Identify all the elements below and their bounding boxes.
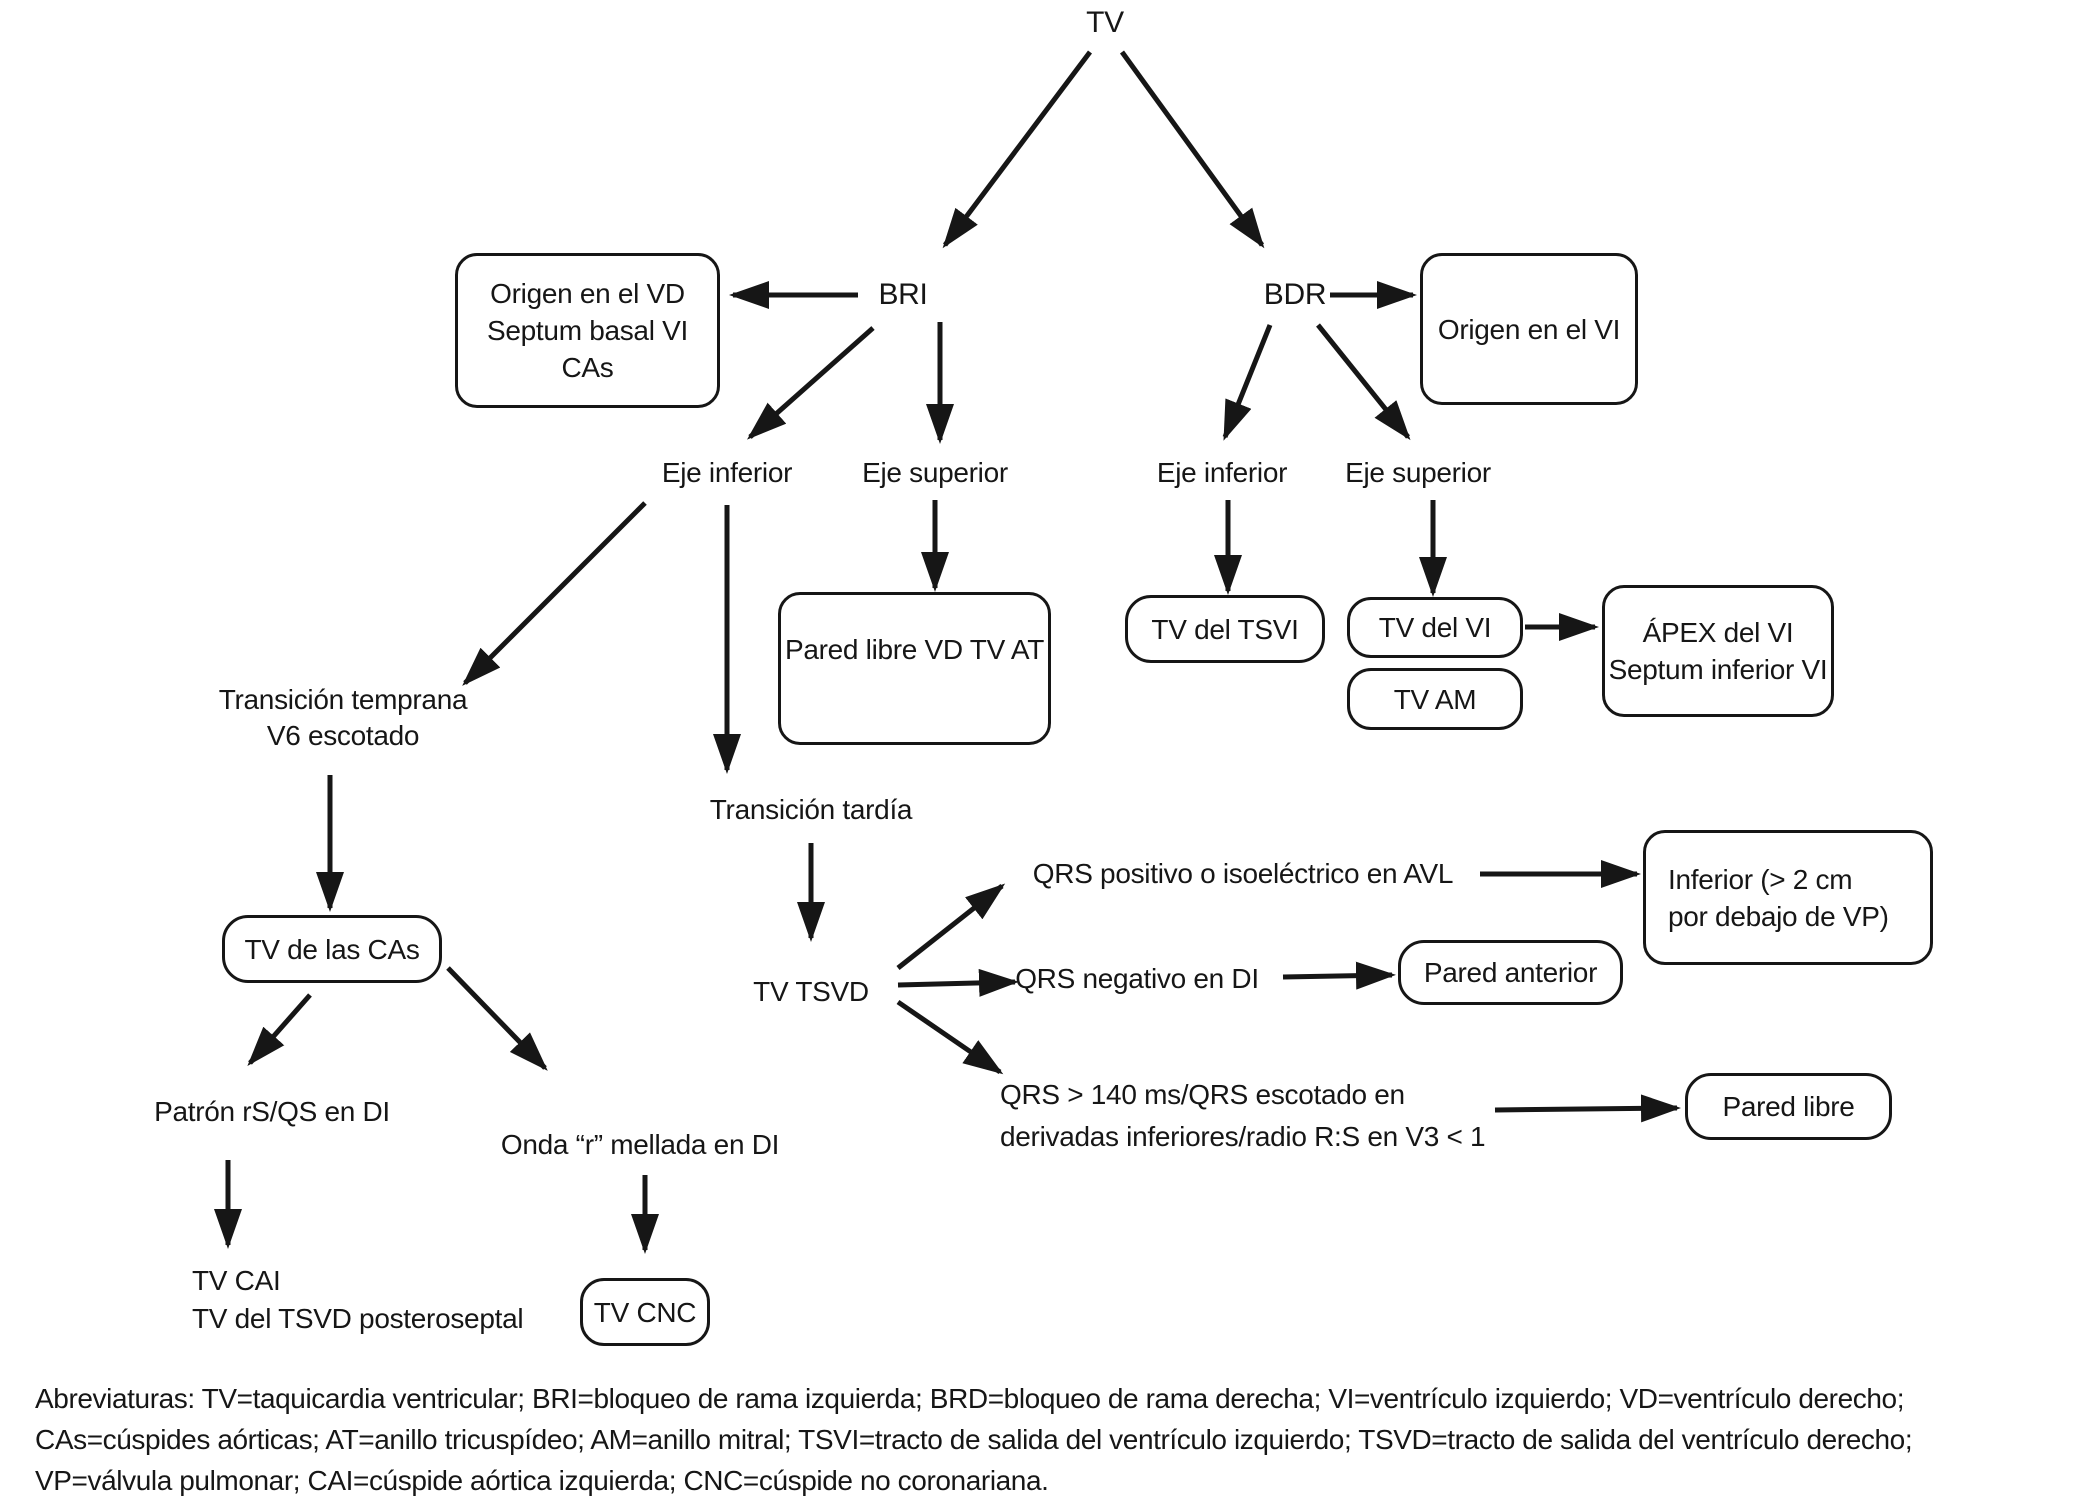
tv-am-label: TV AM — [1393, 683, 1477, 715]
tv-de-las-cas-label: TV de las CAs — [244, 933, 420, 965]
box-tv-de-las-cas: TV de las CAs — [222, 915, 442, 983]
node-eje-inferior-right: Eje inferior — [1156, 457, 1288, 488]
apex-vi-line1: ÁPEX del VI — [1642, 617, 1794, 648]
node-eje-inferior-left: Eje inferior — [661, 457, 793, 488]
node-tv-root: TV — [1086, 6, 1124, 39]
qrs-140-line1: QRS > 140 ms/QRS escotado en — [1000, 1079, 1405, 1110]
pared-libre-vd-label: Pared libre VD TV AT — [784, 634, 1045, 665]
arrow-tsvd-qrs-di — [897, 968, 1019, 997]
tv-cai-line2: TV del TSVD posteroseptal — [192, 1303, 524, 1334]
inferior-vp-line1: Inferior (> 2 cm — [1668, 863, 1853, 895]
pared-anterior-label: Pared anterior — [1423, 957, 1598, 988]
node-onda-r-mellada: Onda “r” mellada en DI — [500, 1129, 780, 1160]
box-tv-del-tsvi: TV del TSVI — [1125, 595, 1325, 663]
arrow-bri-eje-inferior — [747, 326, 875, 440]
box-origen-vi: Origen en el VI — [1420, 253, 1638, 405]
arrow-tv-bdr — [1119, 50, 1265, 249]
qrs-140-line2: derivadas inferiores/radio R:S en V3 < 1 — [1000, 1121, 1486, 1152]
node-eje-superior-left: Eje superior — [862, 457, 1008, 488]
abbreviations-line2: CAs=cúspides aórticas; AT=anillo tricusp… — [35, 1424, 1913, 1455]
origen-vd-line2: Septum basal VI — [487, 315, 688, 346]
node-bri: BRI — [878, 278, 928, 311]
arrow-tv-bri — [942, 50, 1092, 249]
origen-vd-line1: Origen en el VD — [490, 278, 685, 309]
box-pared-anterior: Pared anterior — [1398, 940, 1623, 1005]
inferior-vp-line2: por debajo de VP) — [1668, 900, 1889, 932]
node-patron-rs-qs: Patrón rS/QS en DI — [154, 1096, 390, 1127]
transicion-temprana-line1: Transición temprana — [218, 684, 468, 715]
origen-vd-line3: CAs — [561, 352, 614, 383]
arrow-bdr-eje-inferior — [1222, 324, 1273, 441]
arrow-qrs-di-pared-anterior — [1282, 961, 1396, 990]
box-tv-del-vi: TV del VI — [1347, 597, 1523, 658]
origen-vi-label: Origen en el VI — [1437, 313, 1621, 345]
node-tv-cai: TV CAI TV del TSVD posteroseptal — [192, 1262, 524, 1338]
tv-del-vi-label: TV del VI — [1378, 612, 1492, 643]
node-eje-superior-right: Eje superior — [1345, 457, 1491, 488]
transicion-temprana-line2: V6 escotado — [266, 720, 420, 751]
node-bdr: BDR — [1263, 278, 1327, 311]
node-qrs-avl: QRS positivo o isoeléctrico en AVL — [1032, 858, 1454, 889]
arrow-tsvd-qrs-avl — [896, 883, 1006, 970]
abbreviations-line3: VP=válvula pulmonar; CAI=cúspide aórtica… — [35, 1465, 1049, 1496]
tv-cai-line1: TV CAI — [192, 1265, 281, 1296]
apex-vi-line2: Septum inferior VI — [1608, 654, 1828, 685]
node-qrs-di: QRS negativo en DI — [1015, 963, 1259, 994]
arrow-bdr-eje-superior — [1316, 323, 1411, 441]
box-pared-libre: Pared libre — [1685, 1073, 1892, 1140]
arrow-tsvd-qrs-140 — [896, 999, 1004, 1075]
box-origen-vd: Origen en el VD Septum basal VI CAs — [455, 253, 720, 408]
box-tv-cnc: TV CNC — [580, 1278, 710, 1346]
pared-libre-label: Pared libre — [1722, 1091, 1855, 1122]
tv-cnc-label: TV CNC — [593, 1296, 697, 1328]
arrow-eje-inf-transicion-temprana — [462, 501, 647, 686]
node-tv-tsvd: TV TSVD — [753, 976, 869, 1007]
arrow-cas-patron — [247, 993, 312, 1066]
node-transicion-tardia: Transición tardía — [709, 794, 913, 825]
box-apex-vi: ÁPEX del VI Septum inferior VI — [1602, 585, 1834, 717]
node-qrs-140: QRS > 140 ms/QRS escotado en derivadas i… — [1000, 1074, 1486, 1158]
node-transicion-temprana: Transición temprana V6 escotado — [219, 682, 468, 754]
tv-del-tsvi-label: TV del TSVI — [1151, 613, 1299, 645]
abbreviations-line1: Abreviaturas: TV=taquicardia ventricular… — [35, 1383, 1905, 1414]
arrow-qrs-140-pared-libre — [1494, 1094, 1681, 1123]
box-inferior-vp: Inferior (> 2 cm por debajo de VP) — [1643, 830, 1933, 965]
box-pared-libre-vd-tv-at: Pared libre VD TV AT — [778, 592, 1051, 745]
arrow-cas-onda-r — [446, 966, 548, 1071]
box-tv-am: TV AM — [1347, 668, 1523, 730]
